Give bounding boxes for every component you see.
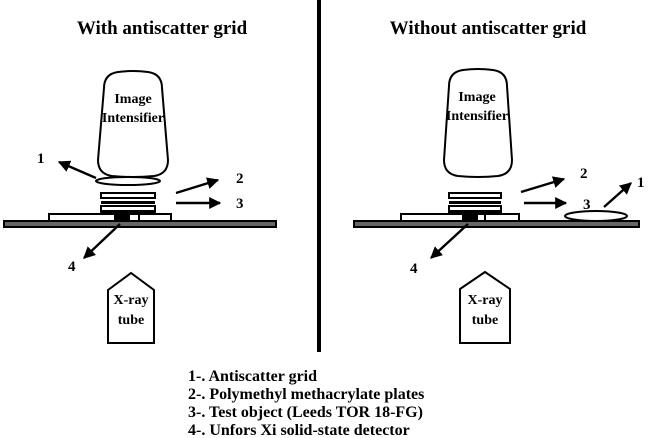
support-plate bbox=[138, 213, 172, 222]
left-intensifier-label-line2: Intensifier bbox=[102, 111, 164, 126]
xray-tube bbox=[459, 270, 511, 344]
pmma-plate bbox=[100, 192, 156, 199]
patient-table bbox=[353, 220, 640, 228]
pmma-plate bbox=[100, 205, 156, 212]
left-tube-label-line2: tube bbox=[118, 313, 144, 328]
pmma-plate bbox=[448, 192, 502, 199]
legend-item: 3-. Test object (Leeds TOR 18-FG) bbox=[188, 404, 423, 421]
support-plate bbox=[48, 213, 154, 222]
image-intensifier bbox=[442, 68, 514, 178]
patient-table bbox=[3, 220, 277, 228]
test-object bbox=[449, 201, 501, 204]
right-tube-label-line1: X-ray bbox=[468, 293, 503, 308]
legend: 1-. Antiscatter grid 2-. Polymethyl meth… bbox=[188, 368, 424, 438]
marker-4: 4 bbox=[68, 259, 76, 275]
legend-item: 1-. Antiscatter grid bbox=[188, 368, 317, 385]
arrow-1 bbox=[603, 182, 632, 208]
pmma-plate bbox=[448, 205, 502, 212]
marker-3: 3 bbox=[583, 197, 591, 213]
solid-state-detector bbox=[462, 215, 478, 221]
antiscatter-grid bbox=[95, 176, 161, 186]
arrow-2 bbox=[175, 177, 220, 195]
image-intensifier bbox=[96, 70, 170, 178]
left-intensifier-label-line1: Image bbox=[114, 92, 151, 107]
right-intensifier-label-line2: Intensifier bbox=[446, 109, 508, 124]
test-object bbox=[101, 201, 155, 204]
right-tube-label-line2: tube bbox=[472, 313, 498, 328]
left-tube-label-line1: X-ray bbox=[114, 293, 149, 308]
right-panel-title: Without antiscatter grid bbox=[390, 18, 587, 39]
arrow-4 bbox=[83, 223, 121, 259]
marker-2: 2 bbox=[580, 166, 588, 182]
right-panel: Without antiscatter grid Image Intensifi… bbox=[353, 18, 645, 344]
support-plate bbox=[484, 213, 520, 222]
marker-4: 4 bbox=[410, 261, 418, 277]
antiscatter-grid-removed bbox=[564, 210, 628, 222]
marker-2: 2 bbox=[236, 171, 244, 187]
xray-tube bbox=[107, 271, 155, 344]
solid-state-detector bbox=[114, 215, 130, 221]
arrow-4 bbox=[430, 223, 469, 259]
left-panel: With antiscatter grid Image Intensifier … bbox=[3, 18, 277, 344]
arrow-2 bbox=[520, 176, 566, 194]
right-intensifier-label-line1: Image bbox=[458, 90, 495, 105]
arrow-1 bbox=[57, 160, 97, 180]
marker-1: 1 bbox=[37, 151, 45, 167]
legend-item: 2-. Polymethyl methacrylate plates bbox=[188, 386, 424, 403]
left-panel-title: With antiscatter grid bbox=[77, 18, 248, 39]
legend-item: 4-. Unfors Xi solid-state detector bbox=[188, 422, 410, 438]
marker-1: 1 bbox=[637, 175, 645, 191]
marker-3: 3 bbox=[236, 196, 244, 212]
